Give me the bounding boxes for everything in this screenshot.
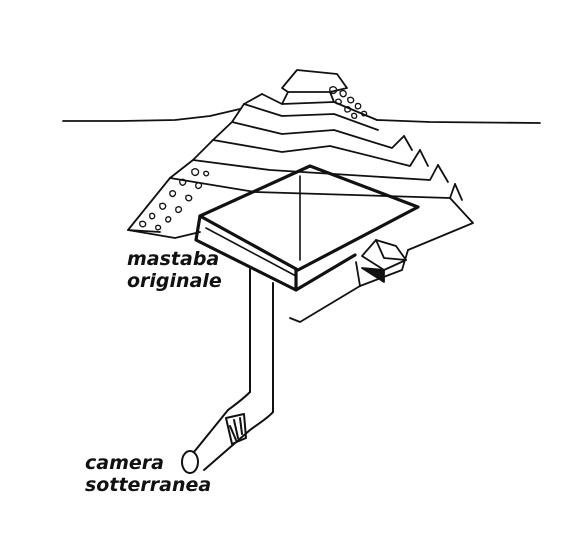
burial-chamber bbox=[181, 409, 251, 474]
rubble-texture bbox=[139, 86, 368, 231]
label-camera-line2: sotterranea bbox=[85, 474, 212, 496]
label-camera-sotterranea: camera sotterranea bbox=[85, 452, 211, 496]
shaft bbox=[227, 267, 274, 431]
pyramid-steps bbox=[127, 69, 474, 323]
label-mastaba-line2: originale bbox=[127, 270, 222, 292]
horizon-line bbox=[62, 108, 541, 124]
label-mastaba-line1: mastaba bbox=[127, 248, 220, 270]
label-mastaba-originale: mastaba originale bbox=[127, 248, 222, 292]
mastaba-original bbox=[194, 164, 420, 292]
label-camera-line1: camera bbox=[85, 452, 164, 474]
entrance-chapel bbox=[361, 239, 407, 283]
